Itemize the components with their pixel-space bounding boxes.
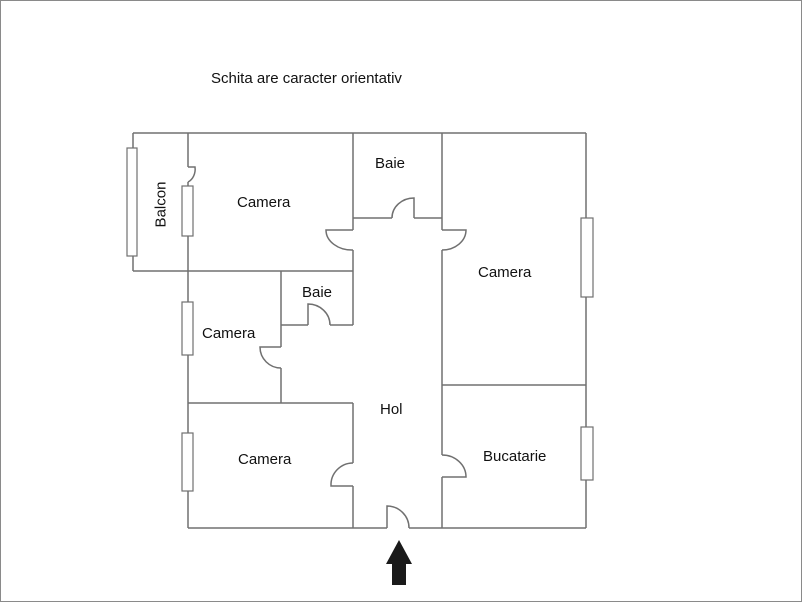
room-label-camera-right: Camera: [478, 264, 532, 281]
window: [181, 301, 194, 356]
window: [580, 217, 594, 298]
room-label-balcon: Balcon: [152, 181, 170, 228]
room-label-camera-top-left: Camera: [237, 194, 291, 211]
arrow-up-icon: [386, 540, 412, 585]
plan-title: Schita are caracter orientativ: [211, 70, 402, 87]
room-label-camera-mid-left: Camera: [202, 325, 256, 342]
window: [580, 426, 594, 481]
window: [181, 185, 194, 237]
room-label-baie-top: Baie: [375, 155, 406, 172]
window: [181, 432, 194, 492]
room-label-camera-bottom-left: Camera: [238, 451, 292, 468]
room-label-hol: Hol: [380, 401, 403, 418]
room-label-baie-small: Baie: [302, 284, 333, 301]
room-label-bucatarie: Bucatarie: [483, 448, 547, 465]
window: [126, 147, 138, 257]
